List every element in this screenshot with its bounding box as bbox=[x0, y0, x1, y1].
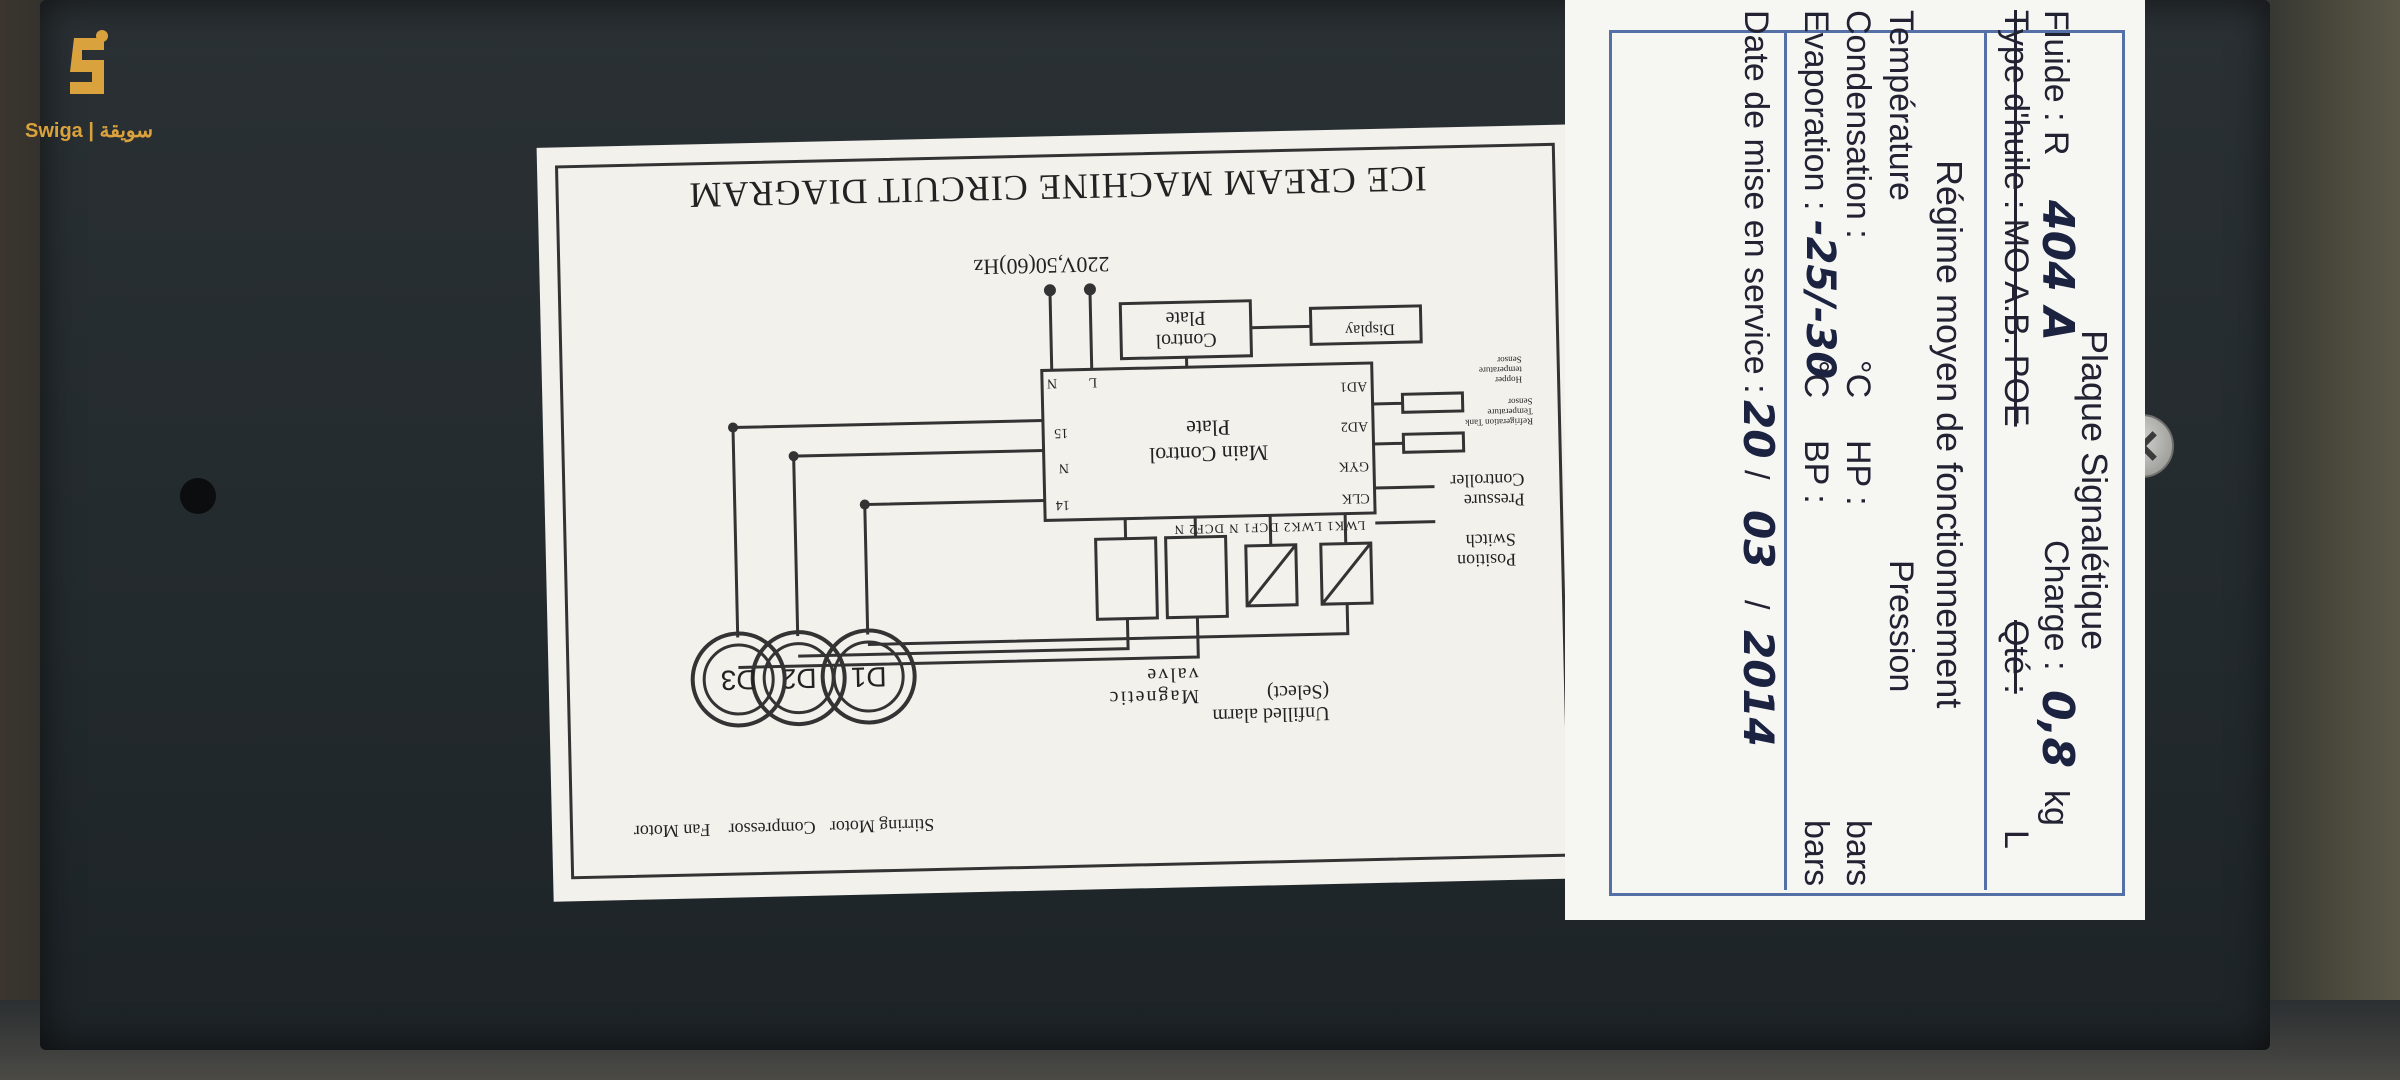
qte-unit: L bbox=[1997, 830, 2035, 849]
circuit-diagram-sticker: ICE CREAM MACHINE CIRCUIT DIAGRAM 220V,5… bbox=[536, 124, 1594, 902]
date-sep-1: / bbox=[1737, 470, 1775, 480]
date-year: 2014 bbox=[1734, 630, 1783, 747]
magnetic-valve-label: Magnetic valve bbox=[1107, 663, 1200, 710]
hopper-sensor-label: Hopper temperature Sensor bbox=[1478, 354, 1523, 386]
stirring-motor-label: Stirring Motor bbox=[829, 815, 935, 838]
pin-gyk: GYK bbox=[1338, 458, 1370, 474]
tank-sensor-label: Refrigeration Tank Temperature Sensor bbox=[1465, 396, 1534, 428]
fan-motor-label: Fan Motor bbox=[633, 820, 711, 842]
bp-label: BP : bbox=[1797, 440, 1835, 504]
charge-label: Charge : bbox=[2037, 540, 2075, 671]
pin-15: 15 bbox=[1054, 424, 1069, 441]
plate-title: Plaque Signalétique bbox=[2074, 330, 2115, 651]
watermark-logo: Swiga | سويقة bbox=[14, 18, 164, 148]
position-switch-label: Position Switch bbox=[1456, 529, 1517, 572]
hp-unit: bars bbox=[1839, 820, 1877, 887]
fluide-value: 404 A bbox=[2032, 200, 2083, 342]
evaporation-unit: °C bbox=[1797, 360, 1835, 399]
pin-n: N bbox=[1046, 375, 1058, 391]
pression-header: Pression bbox=[1882, 560, 1920, 693]
date-month: 03 bbox=[1734, 510, 1783, 569]
condensation-unit: °C bbox=[1839, 360, 1877, 399]
pin-clk: CLK bbox=[1341, 490, 1370, 506]
date-label: Date de mise en service : bbox=[1737, 10, 1775, 394]
wiring-diagram bbox=[727, 283, 1466, 669]
temperature-header: Température bbox=[1882, 10, 1920, 201]
pressure-controller-label: Pressure Controller bbox=[1450, 469, 1526, 511]
pin-ad2: AD2 bbox=[1340, 418, 1369, 434]
bp-unit: bars bbox=[1797, 820, 1835, 887]
evaporation-value: -25/-30 bbox=[1797, 220, 1843, 380]
unfilled-alarm-label: Unfilled alarm (Select) bbox=[1212, 680, 1330, 727]
date-sep-2: / bbox=[1737, 600, 1775, 610]
divider bbox=[1984, 30, 1987, 890]
divider bbox=[1784, 30, 1787, 890]
hp-label: HP : bbox=[1839, 440, 1877, 506]
main-control-plate-label: Main Control Plate bbox=[1148, 415, 1269, 469]
evaporation-label: Evaporation : bbox=[1797, 10, 1835, 211]
condensation-label: Condensation : bbox=[1839, 10, 1877, 239]
pin-14: 14 bbox=[1055, 496, 1070, 513]
compressor-label: Compressor bbox=[728, 817, 816, 840]
pin-ad1: AD1 bbox=[1339, 378, 1368, 394]
charge-value: 0,8 bbox=[2032, 690, 2083, 768]
charge-unit: kg bbox=[2037, 790, 2075, 826]
regime-title: Régime moyen de fonctionnement bbox=[1929, 160, 1970, 709]
date-day: 20 bbox=[1734, 400, 1783, 459]
data-plate-sticker: Plaque Signalétique Fluide : R 404 A Cha… bbox=[1565, 0, 2145, 920]
pin-l: L bbox=[1088, 374, 1098, 390]
display-label: Display bbox=[1344, 320, 1396, 339]
pin-n2: N bbox=[1058, 459, 1070, 476]
qte-label: Qté : bbox=[1997, 620, 2035, 694]
fluide-label: Fluide : R bbox=[2037, 10, 2075, 156]
panel-hole bbox=[180, 478, 216, 514]
control-plate-label: Control Plate bbox=[1155, 306, 1217, 352]
huile-label: Type d'huile : MO A.B. POE bbox=[1997, 10, 2035, 427]
watermark-text: Swiga | سويقة bbox=[24, 120, 153, 142]
